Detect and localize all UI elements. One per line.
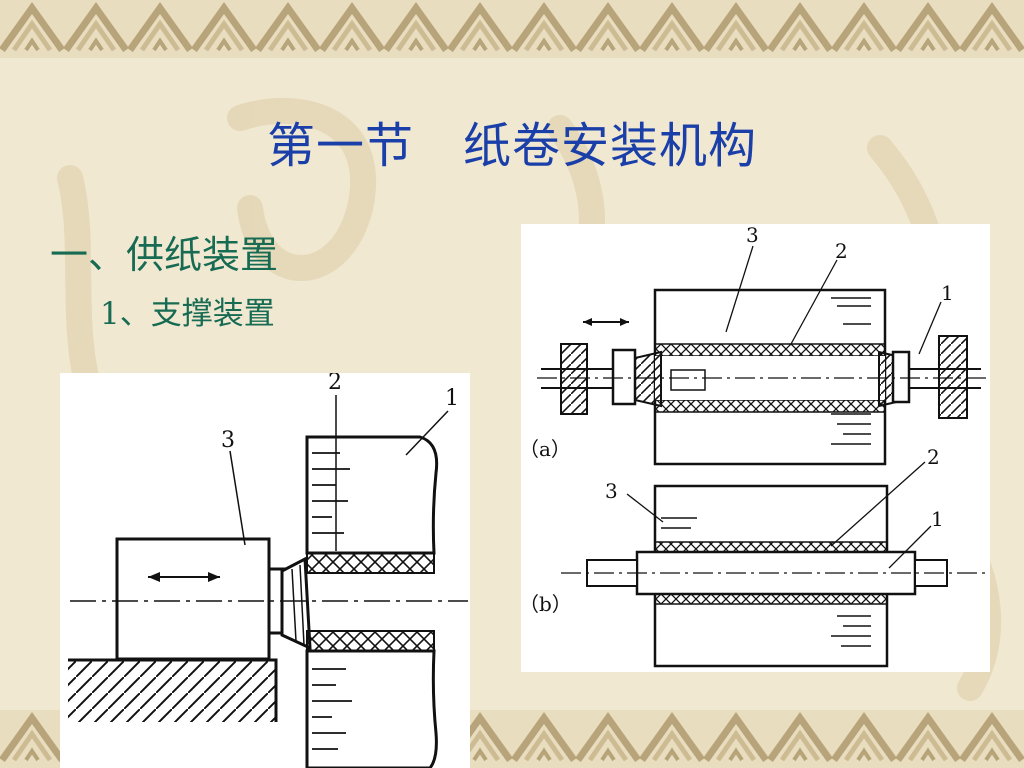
diagram-roll-support-types: 3 2 1 （a） 3 2 1 （b） xyxy=(521,224,990,672)
slide-title: 第一节 纸卷安装机构 xyxy=(266,118,757,174)
label-2: 2 xyxy=(328,373,342,395)
top-border-pattern xyxy=(0,0,1024,58)
label-1: 1 xyxy=(445,386,459,411)
bullet-support-device: 1、支撑装置 xyxy=(100,296,275,332)
label-a-3: 3 xyxy=(746,224,759,247)
label-b-3: 3 xyxy=(605,479,618,503)
diagram-chuck-support: 3 2 1 xyxy=(60,373,470,768)
label-a-1: 1 xyxy=(941,281,954,305)
caption-a: （a） xyxy=(521,437,571,461)
label-b-1: 1 xyxy=(931,507,944,531)
label-a-2: 2 xyxy=(835,239,848,263)
caption-b: （b） xyxy=(521,592,572,616)
label-3: 3 xyxy=(221,428,235,453)
bullet-supply-device: 一、供纸装置 xyxy=(50,233,279,277)
label-b-2: 2 xyxy=(927,445,940,469)
